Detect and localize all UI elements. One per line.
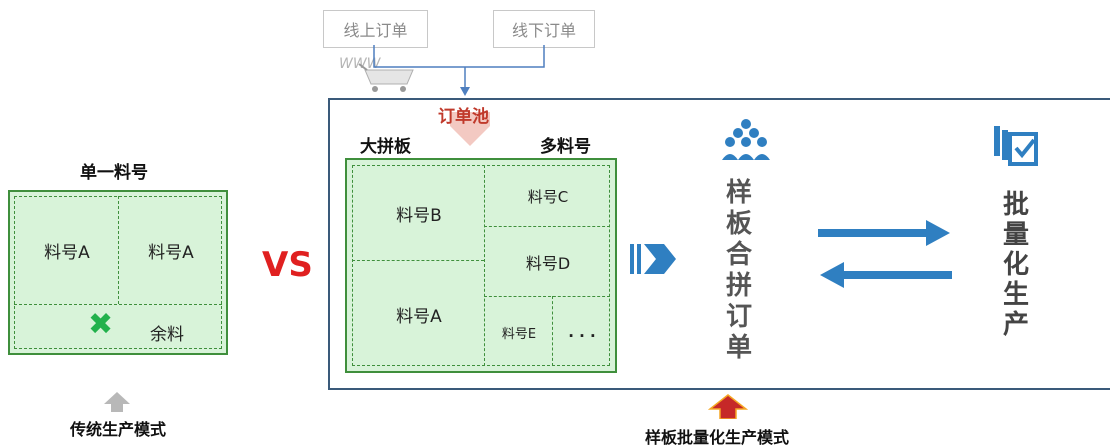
part-b-cell: 料号B (396, 206, 442, 226)
part-e-cell: 料号E (501, 326, 537, 342)
big-board-label: 大拼板 (360, 137, 411, 157)
traditional-panel: 料号A 料号A ✖ 余料 (8, 190, 228, 355)
checklist-icon (994, 126, 1038, 166)
combined-divider-main-v (484, 165, 485, 366)
merge-char-2: 板 (726, 209, 753, 239)
more-parts-ellipsis: . . . (568, 323, 596, 341)
sample-batch-frame (328, 98, 1110, 390)
new-mode-label: 样板批量化生产模式 (645, 428, 790, 447)
batch-char-2: 量 (1003, 220, 1030, 250)
batch-char-3: 化 (1003, 250, 1030, 280)
combined-divider-left-h (352, 260, 484, 261)
leftover-cross-icon: ✖ (88, 307, 114, 342)
merge-char-5: 订 (726, 302, 753, 332)
combined-panel: 料号B 料号C 料号D 料号A 料号E . . . (345, 158, 617, 373)
merge-char-4: 拼 (726, 271, 753, 301)
merge-orders-label: 样 板 合 拼 订 单 (726, 178, 752, 364)
combined-divider-right-h2 (484, 296, 610, 297)
combined-inner-border (352, 165, 610, 366)
traditional-mode-arrow-icon (104, 392, 130, 412)
combined-divider-right-h1 (484, 226, 610, 227)
part-a-cell: 料号A (396, 306, 442, 327)
merge-char-3: 合 (726, 240, 753, 270)
batch-char-4: 生 (1003, 280, 1030, 310)
bidirectional-arrows-icon (818, 220, 952, 288)
shopping-cart-icon: WWW (339, 56, 414, 92)
group-people-icon (722, 119, 770, 160)
new-mode-arrow-icon (708, 394, 748, 419)
merge-char-1: 样 (726, 178, 753, 208)
batch-char-5: 产 (1003, 310, 1030, 340)
traditional-divider-v (118, 196, 119, 304)
traditional-cell-part-a-1: 料号A (44, 242, 90, 263)
batch-production-label: 批 量 化 生 产 (1003, 190, 1029, 340)
order-pool-label: 订单池 (438, 107, 489, 127)
vs-label: VS (262, 245, 313, 285)
multi-part-label: 多料号 (540, 137, 591, 157)
part-c-cell: 料号C (527, 188, 569, 206)
traditional-divider-h (14, 304, 222, 305)
leftover-label: 余料 (150, 325, 184, 345)
flow-chevron-icon (630, 244, 676, 274)
offline-order-box: 线下订单 (493, 10, 595, 48)
traditional-mode-label: 传统生产模式 (70, 420, 167, 439)
batch-char-1: 批 (1003, 190, 1030, 220)
merge-char-6: 单 (726, 333, 753, 363)
part-d-cell: 料号D (525, 254, 571, 273)
combined-divider-right-v (552, 296, 553, 366)
traditional-cell-part-a-2: 料号A (148, 242, 194, 263)
order-connector (373, 45, 545, 96)
traditional-title: 单一料号 (80, 163, 148, 183)
online-order-box: 线上订单 (323, 10, 428, 48)
order-pool-arrow-icon (450, 112, 490, 146)
